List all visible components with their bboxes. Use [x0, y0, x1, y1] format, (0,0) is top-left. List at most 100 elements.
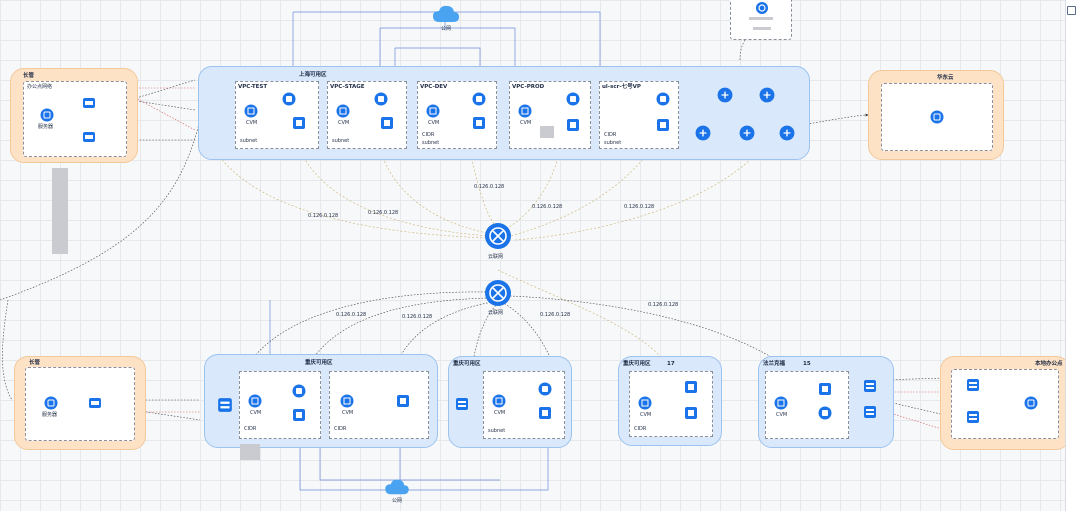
hq-top-title: 长管 [23, 73, 35, 79]
clb-icon[interactable] [538, 406, 552, 420]
nat-gateway-icon[interactable] [282, 92, 296, 106]
page-edge [1065, 0, 1080, 511]
clb-icon[interactable] [292, 116, 306, 130]
vpn-gateway-icon[interactable] [863, 379, 877, 393]
vpc-dev-box: VPC-DEV CVM CIDR subnet [417, 81, 497, 149]
cq3-vpc: CVM CIDR [629, 371, 713, 437]
redacted-text [540, 126, 554, 138]
cvm-icon[interactable] [518, 104, 532, 118]
ip-label: 0.126.0.128 [532, 204, 563, 210]
router-icon[interactable] [779, 125, 795, 141]
cvm-icon[interactable] [244, 104, 258, 118]
nat-gateway-icon[interactable] [538, 382, 552, 396]
expand-icon[interactable] [1067, 6, 1076, 15]
bottom-cloud-node[interactable]: 公网 [384, 478, 410, 508]
server-icon[interactable] [1024, 396, 1038, 410]
vpn-gateway-icon[interactable] [82, 96, 96, 110]
nat-gateway-icon[interactable] [818, 406, 832, 420]
router-icon[interactable] [739, 125, 755, 141]
local-office-region: 本地办公点 [940, 356, 1070, 450]
cq2-vpc: CVM subnet [483, 371, 565, 439]
top-cloud-node[interactable]: 公网 [432, 4, 460, 34]
ip-label: 0.126.0.128 [540, 312, 571, 318]
ccn-icon [485, 223, 511, 249]
vpn-gateway-icon[interactable] [217, 397, 233, 413]
ccn-bottom-node[interactable] [484, 279, 512, 309]
hq-top-region: 长管 办公点网络 服务器 [10, 68, 138, 163]
clb-icon[interactable] [818, 382, 832, 396]
cvm-icon[interactable] [336, 104, 350, 118]
cvm-label: CVM [342, 410, 354, 416]
ip-label: 0.126.0.128 [368, 210, 399, 216]
cvm-label: CVM [776, 412, 788, 418]
hq-bottom-title: 长管 [29, 360, 41, 366]
clb-icon[interactable] [566, 118, 580, 132]
ccn-icon [485, 280, 511, 306]
cvm-label: CVM [338, 120, 350, 126]
ccn-top-node[interactable] [484, 222, 512, 252]
subnet-label: subnet [604, 140, 622, 146]
vpn-gateway-icon[interactable] [966, 410, 980, 424]
router-icon[interactable] [695, 125, 711, 141]
vpn-gateway-icon[interactable] [455, 397, 469, 411]
local-office-title: 本地办公点 [1035, 361, 1063, 367]
cvm-label: CVM [246, 120, 258, 126]
cvm-icon[interactable] [638, 396, 652, 410]
redacted-text [240, 444, 260, 460]
cvm-icon[interactable] [340, 394, 354, 408]
cvm-icon[interactable] [492, 394, 506, 408]
clb-icon[interactable] [684, 380, 698, 394]
server-icon[interactable] [44, 396, 58, 410]
top-cloud-label: 公网 [441, 26, 452, 32]
router-icon[interactable] [717, 87, 733, 103]
clb-icon[interactable] [656, 118, 670, 132]
cidr-label: CIDR [422, 132, 435, 138]
cloud-icon [433, 5, 459, 22]
cvm-icon[interactable] [248, 394, 262, 408]
router-icon[interactable] [759, 87, 775, 103]
nat-gateway-icon[interactable] [656, 92, 670, 106]
cvm-icon[interactable] [774, 396, 788, 410]
clb-icon[interactable] [380, 116, 394, 130]
cloud-icon [385, 479, 409, 495]
vpn-gateway-icon[interactable] [88, 396, 102, 410]
hq-bottom-region: 长管 服务器 [14, 356, 146, 450]
clb-icon[interactable] [472, 116, 486, 130]
cvm-icon[interactable] [426, 104, 440, 118]
vpn-gateway-icon[interactable] [966, 378, 980, 392]
vpn-gateway-icon[interactable] [82, 130, 96, 144]
ip-label: 0.126.0.128 [624, 204, 655, 210]
vpc-five-title: ul-scr-七号VP [602, 84, 641, 90]
ip-label: 0.126.0.128 [402, 314, 433, 320]
redacted-block [52, 168, 68, 254]
cq1-vpc-a: CVM CIDR [239, 371, 321, 439]
subnet-label: subnet [422, 140, 440, 146]
ip-label: 0.126.0.128 [336, 312, 367, 318]
chongqing-az-1: 重庆可用区 CVM CIDR CVM CIDR [204, 354, 438, 448]
cvm-label: CVM [640, 412, 652, 418]
nat-gateway-icon[interactable] [374, 92, 388, 106]
nat-gateway-icon[interactable] [472, 92, 486, 106]
nat-gateway-icon[interactable] [566, 92, 580, 106]
vpc-stage-box: VPC-STAGE CVM subnet [327, 81, 407, 149]
clb-icon[interactable] [684, 406, 698, 420]
vpc-dev-title: VPC-DEV [420, 84, 448, 90]
nat-gateway-icon[interactable] [292, 384, 306, 398]
vpc-five-box: ul-scr-七号VP CIDR subnet [599, 81, 679, 149]
office-net-label: 办公点网络 [27, 84, 53, 90]
cvm-label: CVM [428, 120, 440, 126]
clb-icon[interactable] [292, 408, 306, 422]
bottom-cloud-label: 公网 [392, 498, 403, 504]
cidr-label: CIDR [604, 132, 617, 138]
chongqing-az-3-title: 重庆可用区 [623, 361, 651, 367]
vpn-gateway-icon[interactable] [863, 405, 877, 419]
server-icon[interactable] [40, 108, 54, 122]
server-icon[interactable] [930, 110, 944, 124]
vpc-prod-box: VPC-PROD CVM [509, 81, 591, 149]
clb-icon[interactable] [396, 394, 410, 408]
vpc-prod-title: VPC-PROD [512, 84, 545, 90]
vpc-stage-title: VPC-STAGE [330, 84, 365, 90]
vpc-test-box: VPC-TEST CVM subnet [235, 81, 319, 149]
ccn-top-label: 云联网 [488, 254, 504, 260]
cidr-label: CIDR [244, 426, 257, 432]
